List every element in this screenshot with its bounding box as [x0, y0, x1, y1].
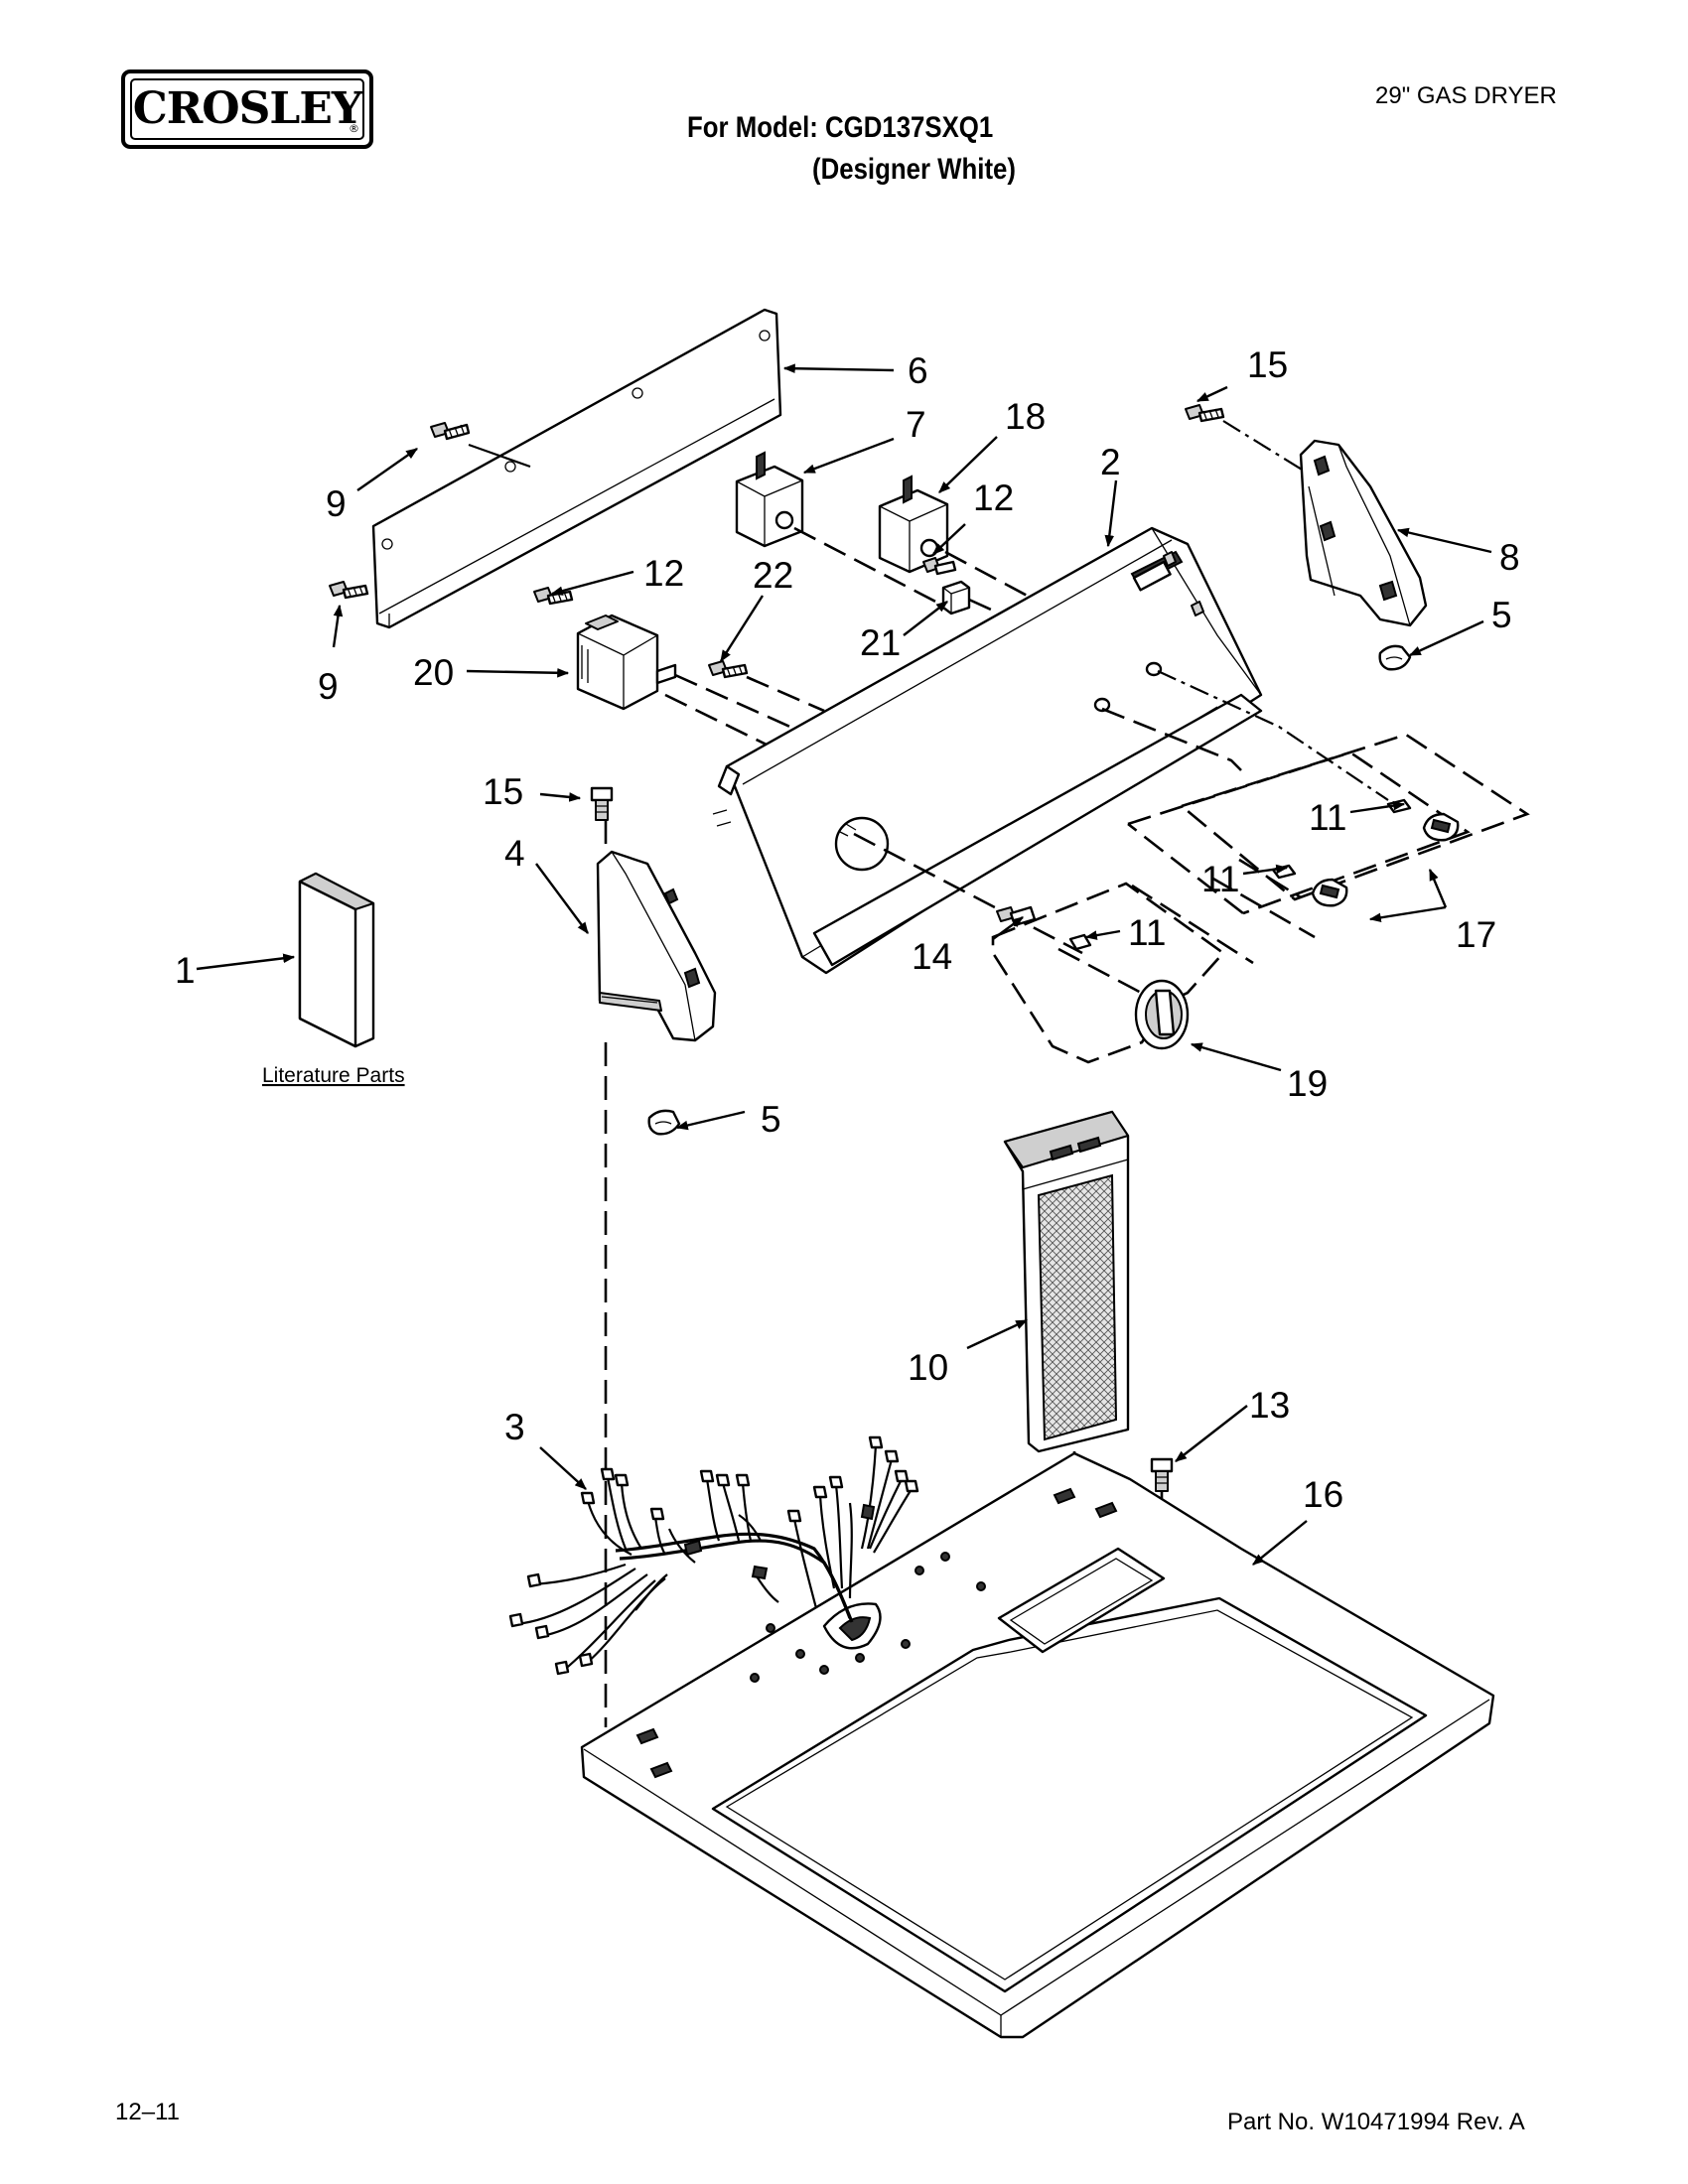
callout-22: 22: [753, 555, 793, 596]
timer-knob-line: [1057, 947, 1165, 1007]
callout-4: 4: [504, 833, 525, 874]
timer-knob-19: [1134, 979, 1190, 1050]
knob-group-box-lower-a: [1127, 751, 1471, 915]
logo-frame: CROSLEY ®: [130, 78, 364, 140]
callout-11-middle: 11: [1201, 859, 1239, 899]
callout-11-lower: 11: [1128, 912, 1166, 953]
wire-harness-3: [508, 1435, 919, 1676]
callout-10: 10: [908, 1347, 948, 1388]
timer-20-line-a: [674, 673, 795, 731]
callout-17: 17: [1456, 914, 1496, 955]
date-code: 12–11: [115, 2099, 180, 2125]
callout-16: 16: [1303, 1474, 1343, 1515]
end-cap-8: [1299, 439, 1428, 627]
callout-20: 20: [413, 652, 454, 693]
callout-8: 8: [1499, 537, 1520, 578]
console-hole-line-a: [1101, 707, 1242, 771]
screw-13: [1150, 1457, 1174, 1492]
screw-22-line: [746, 675, 825, 713]
screw-9-lower: [329, 581, 369, 600]
clip-5-lower: [647, 1109, 681, 1136]
callout-12-left: 12: [643, 553, 684, 594]
lint-screen-10: [1003, 1110, 1130, 1453]
part-number: Part No. W10471994 Rev. A: [1227, 2109, 1525, 2135]
knob-17-lower: [1311, 878, 1348, 907]
switch-7: [735, 451, 804, 548]
screw-15-upper: [1185, 404, 1225, 423]
callout-6: 6: [908, 350, 928, 391]
knob-line-b: [1210, 876, 1316, 939]
leader-arrows: [196, 363, 1492, 1566]
callout-1: 1: [175, 950, 196, 991]
literature-book-1: [298, 872, 375, 1048]
knob-group-box-lower-b: [1127, 822, 1244, 915]
console-hole-line-b: [1157, 670, 1389, 801]
console-knob-line: [853, 832, 1083, 955]
callout-18: 18: [1005, 396, 1046, 437]
callout-21: 21: [860, 622, 901, 663]
callout-12-right: 12: [973, 478, 1014, 518]
model-line: For Model: CGD137SXQ1: [687, 111, 994, 144]
control-console-2: [712, 526, 1263, 975]
screw-15-upper-line: [1222, 420, 1308, 474]
callout-3: 3: [504, 1407, 525, 1447]
callout-7: 7: [906, 404, 926, 445]
callout-2: 2: [1100, 442, 1121, 482]
screw-12-right: [922, 557, 957, 576]
rear-panel-plate: [371, 308, 782, 629]
color-line: (Designer White): [812, 153, 1016, 186]
registered-mark: ®: [349, 122, 359, 135]
clip-21: [941, 580, 971, 615]
callout-9-upper: 9: [326, 483, 347, 524]
brand-name: CROSLEY: [132, 83, 363, 134]
callout-5-lower: 5: [761, 1099, 781, 1140]
timer-20-line-b: [664, 693, 775, 751]
knob-17-upper: [1422, 812, 1460, 842]
callout-11-upper: 11: [1309, 797, 1346, 838]
screw-15-left: [590, 786, 614, 821]
screw-9-upper: [430, 422, 471, 441]
document-type: 29" GAS DRYER: [1375, 82, 1557, 109]
callout-13: 13: [1249, 1385, 1290, 1426]
callout-9-lower: 9: [318, 666, 339, 707]
screw-22: [708, 660, 749, 679]
switch-18: [878, 475, 949, 574]
knob-line-a: [1238, 858, 1302, 899]
callout-15-left: 15: [483, 771, 523, 812]
timer-knob-box-edge: [1131, 884, 1254, 965]
callout-5-upper: 5: [1491, 595, 1512, 635]
literature-label: Literature Parts: [262, 1064, 405, 1087]
switch-18-line: [944, 550, 1036, 602]
end-cap-4: [596, 850, 717, 1042]
top-panel-16: [580, 1451, 1495, 2039]
timer-20: [576, 614, 677, 711]
callout-15-upper: 15: [1247, 344, 1288, 385]
screw-9-upper-line: [468, 443, 531, 469]
switch-7-line: [793, 526, 944, 608]
callout-14: 14: [912, 936, 952, 977]
callout-19: 19: [1287, 1063, 1328, 1104]
clip-5-upper: [1378, 644, 1412, 671]
crosley-logo: CROSLEY ®: [121, 69, 373, 149]
